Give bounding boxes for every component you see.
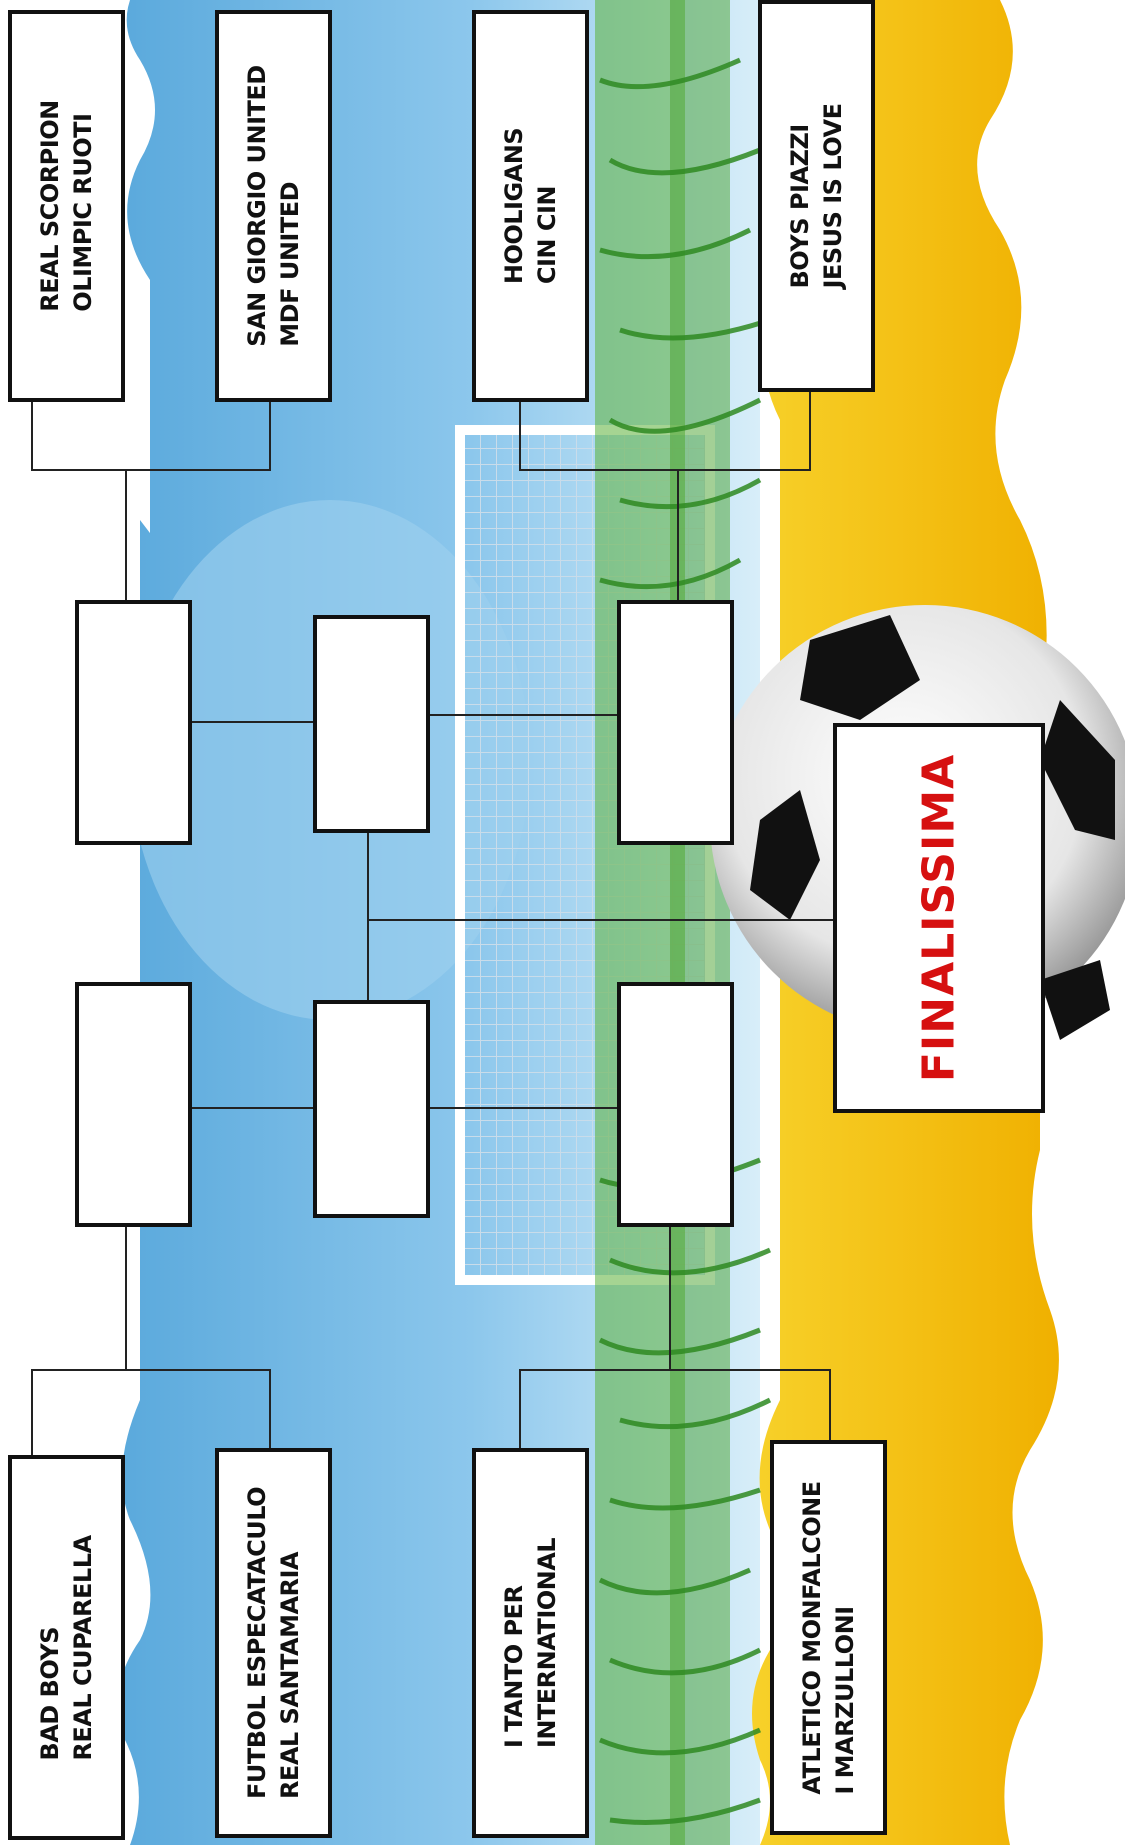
quarterfinal-slot[interactable] xyxy=(617,982,734,1227)
team-name: HOOLIGANS xyxy=(498,128,531,284)
quarterfinal-slot[interactable] xyxy=(617,600,734,845)
team-box: REAL SCORPION OLIMPIC RUOTI xyxy=(8,10,125,402)
team-names: REAL SCORPION OLIMPIC RUOTI xyxy=(34,100,100,311)
team-names: I TANTO PER INTERNATIONAL xyxy=(498,1538,564,1748)
team-name: REAL SCORPION xyxy=(34,100,67,311)
team-name: BOYS PIAZZI xyxy=(784,104,817,289)
team-name: REAL SANTAMARIA xyxy=(274,1487,307,1799)
team-name: MDF UNITED xyxy=(274,65,307,346)
quarterfinal-slot[interactable] xyxy=(75,982,192,1227)
final-label: FINALISSIMA xyxy=(914,754,965,1082)
quarterfinal-slot[interactable] xyxy=(75,600,192,845)
team-names: BOYS PIAZZI JESUS IS LOVE xyxy=(784,104,850,289)
team-name: SAN GIORGIO UNITED xyxy=(241,65,274,346)
final-box[interactable]: FINALISSIMA xyxy=(833,723,1045,1113)
team-box: HOOLIGANS CIN CIN xyxy=(472,10,589,402)
team-box: BOYS PIAZZI JESUS IS LOVE xyxy=(758,0,875,392)
team-name: I TANTO PER xyxy=(498,1538,531,1748)
semifinal-slot[interactable] xyxy=(313,615,430,833)
team-name: INTERNATIONAL xyxy=(531,1538,564,1748)
team-box: ATLETICO MONFALCONE I MARZULLONI xyxy=(770,1440,887,1835)
team-name: I MARZULLONI xyxy=(829,1481,862,1794)
team-names: SAN GIORGIO UNITED MDF UNITED xyxy=(241,65,307,346)
team-box: SAN GIORGIO UNITED MDF UNITED xyxy=(215,10,332,402)
team-name: REAL CUPARELLA xyxy=(67,1535,100,1760)
team-name: FUTBOL ESPECATACULO xyxy=(241,1487,274,1799)
team-names: ATLETICO MONFALCONE I MARZULLONI xyxy=(796,1481,862,1794)
team-name: CIN CIN xyxy=(531,128,564,284)
team-name: OLIMPIC RUOTI xyxy=(67,100,100,311)
team-box: I TANTO PER INTERNATIONAL xyxy=(472,1448,589,1838)
team-name: ATLETICO MONFALCONE xyxy=(796,1481,829,1794)
team-names: BAD BOYS REAL CUPARELLA xyxy=(34,1535,100,1760)
team-name: JESUS IS LOVE xyxy=(817,104,850,289)
semifinal-slot[interactable] xyxy=(313,1000,430,1218)
team-box: FUTBOL ESPECATACULO REAL SANTAMARIA xyxy=(215,1448,332,1838)
team-name: BAD BOYS xyxy=(34,1535,67,1760)
team-box: BAD BOYS REAL CUPARELLA xyxy=(8,1455,125,1840)
team-names: HOOLIGANS CIN CIN xyxy=(498,128,564,284)
team-names: FUTBOL ESPECATACULO REAL SANTAMARIA xyxy=(241,1487,307,1799)
